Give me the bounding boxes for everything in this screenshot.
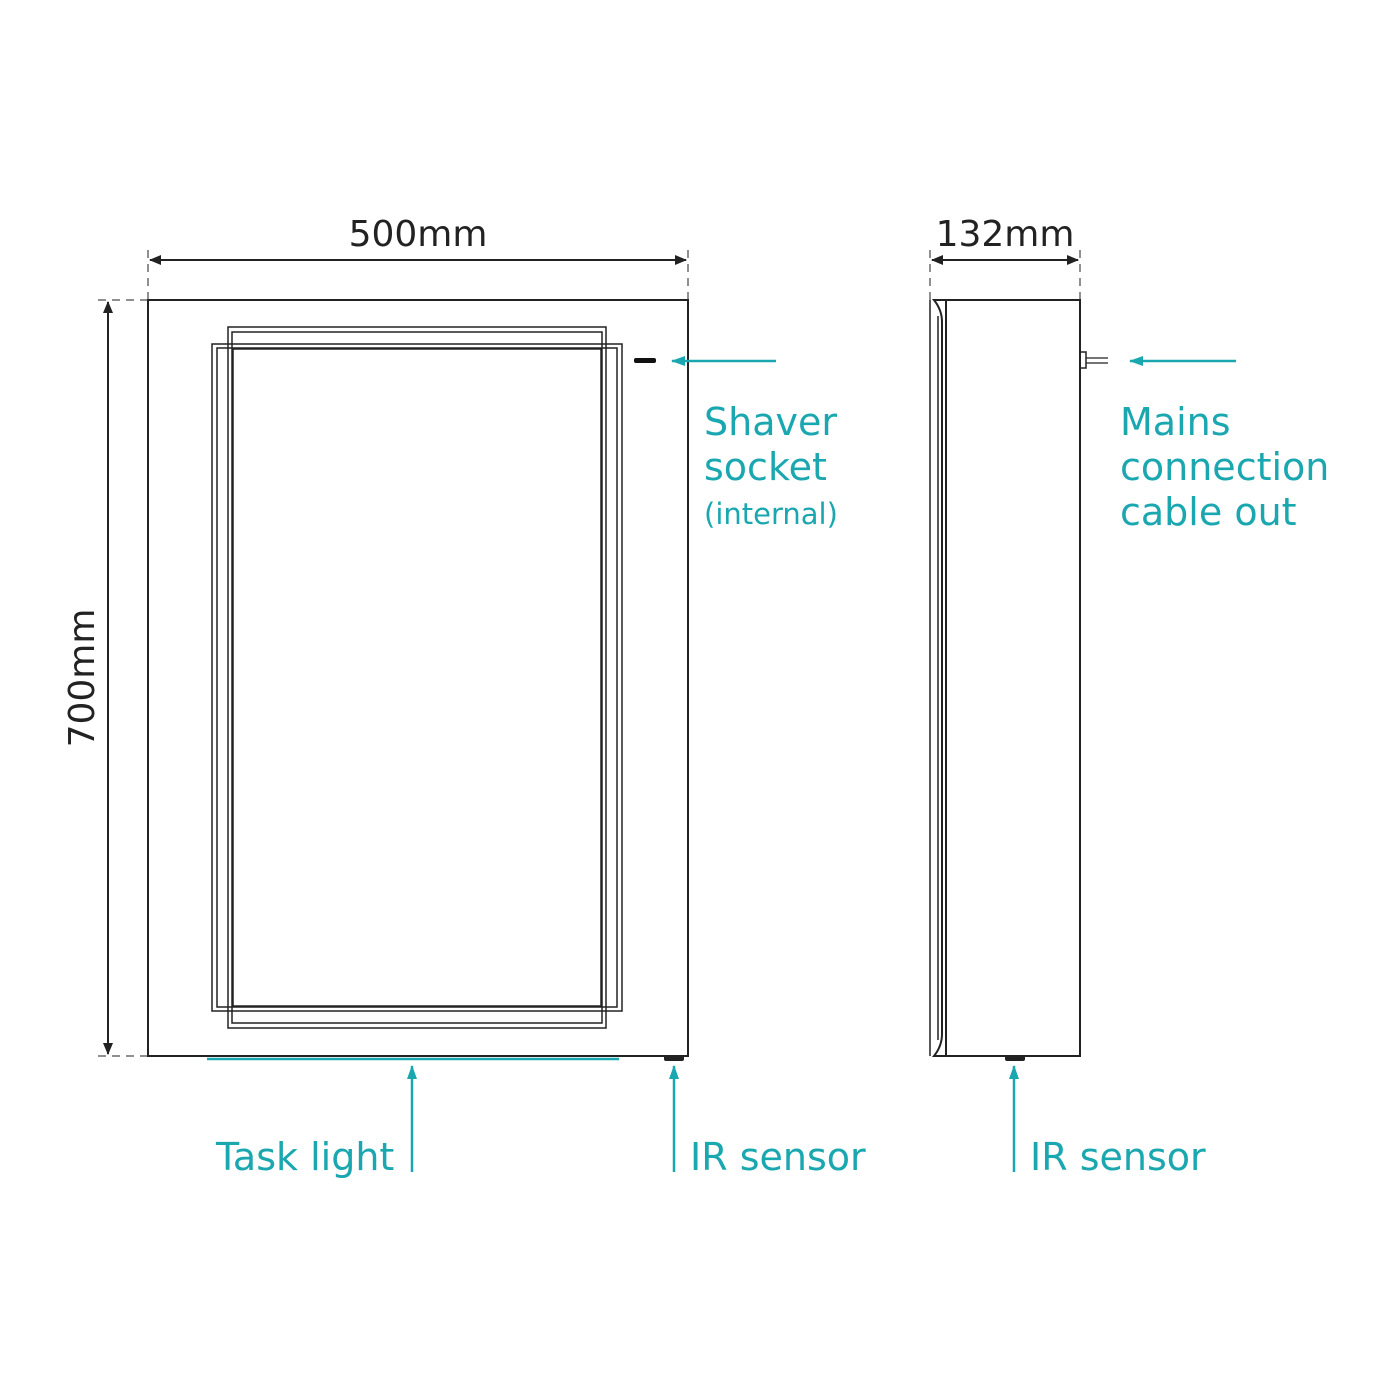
mirror-frame-outer-vertical — [227, 326, 607, 1029]
mains-label-2: connection — [1120, 445, 1329, 489]
shaver-socket-label-2: socket — [704, 445, 827, 489]
ir-sensor-front-label: IR sensor — [690, 1135, 866, 1179]
mirror-frame — [211, 326, 623, 1029]
task-light-callout: Task light — [215, 1065, 417, 1179]
task-light-label: Task light — [215, 1135, 394, 1179]
height-label: 700mm — [62, 609, 103, 748]
ir-sensor-side-label: IR sensor — [1030, 1135, 1206, 1179]
width-dimension: 500mm — [147, 214, 689, 300]
side-view: 132mm — [929, 214, 1108, 1061]
shaver-socket-callout: Shaver socket (internal) — [671, 356, 838, 531]
mains-cable-icon — [1079, 351, 1108, 369]
ir-sensor-side-callout: IR sensor — [1009, 1065, 1206, 1179]
cabinet-front-outline — [147, 299, 689, 1057]
cabinet-side-body — [945, 299, 1081, 1057]
mirror-frame-outer-horizontal — [211, 343, 623, 1012]
mains-connection-callout: Mains connection cable out — [1120, 356, 1329, 534]
ir-sensor-front-callout: IR sensor — [669, 1065, 866, 1179]
width-label: 500mm — [349, 214, 488, 255]
shaver-socket-label-3: (internal) — [704, 497, 838, 531]
ir-sensor-front-icon — [664, 1055, 684, 1061]
shaver-socket-icon — [634, 358, 656, 363]
mains-label-3: cable out — [1120, 490, 1297, 534]
depth-dimension: 132mm — [929, 214, 1081, 300]
front-view: 500mm 700mm — [62, 214, 689, 1061]
shaver-socket-label-1: Shaver — [704, 400, 837, 444]
door-edge-profile — [931, 299, 946, 1057]
height-dimension: 700mm — [62, 299, 148, 1057]
depth-label: 132mm — [936, 214, 1075, 255]
mirror-glass — [232, 348, 602, 1007]
mirror-frame-inner-horizontal — [216, 347, 618, 1008]
ir-sensor-side-icon — [1005, 1055, 1025, 1061]
mirror-frame-inner-vertical — [231, 331, 603, 1024]
mains-label-1: Mains — [1120, 400, 1231, 444]
